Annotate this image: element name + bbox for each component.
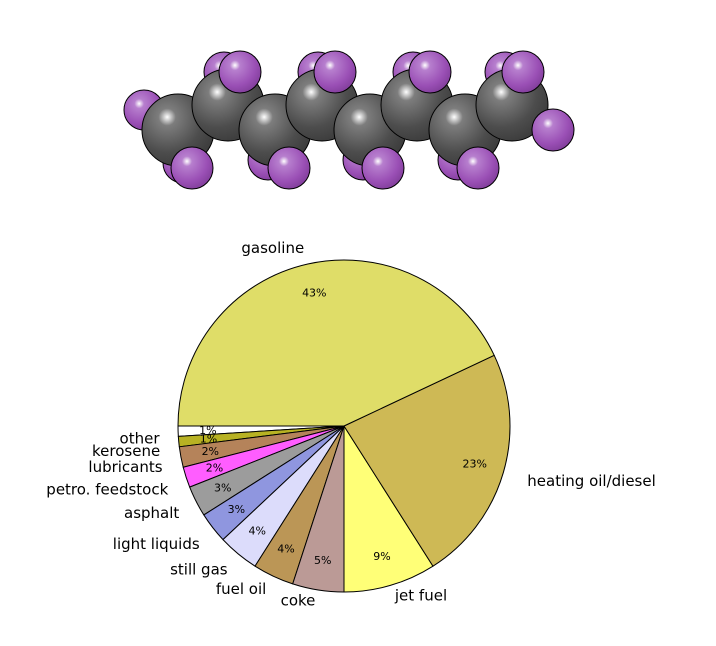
pie-slice-11 [177, 259, 495, 427]
category-label-1: kerosene [92, 442, 160, 460]
pct-label-0: 1% [199, 424, 216, 437]
hydrogen-atom-front-7 [361, 146, 405, 190]
pie-slice-10 [343, 354, 511, 567]
category-label-6: still gas [170, 561, 228, 579]
category-label-5: light liquids [113, 535, 200, 553]
category-label-4: asphalt [124, 504, 179, 522]
category-label-11: gasoline [241, 239, 304, 257]
hydrogen-atom-front-6 [267, 146, 311, 190]
category-label-9: jet fuel [394, 586, 447, 604]
category-label-0: other [120, 430, 161, 448]
hydrogen-atom-front-3 [408, 50, 452, 94]
pct-label-4: 3% [214, 481, 231, 494]
category-label-8: coke [281, 591, 316, 609]
category-label-2: lubricants [88, 458, 162, 476]
pct-label-2: 2% [202, 445, 219, 458]
pie-chart: 1% other 1% kerosene 2% lubricants 2% petro. fe… [46, 239, 655, 610]
pct-label-10: 23% [462, 458, 486, 471]
pct-label-8: 5% [314, 554, 331, 567]
category-label-3: petro. feedstock [46, 480, 168, 498]
pct-label-9: 9% [373, 550, 390, 563]
pct-label-6: 4% [248, 524, 265, 537]
hydrogen-atom-front-8 [456, 146, 500, 190]
hydrogen-atom-front-1 [218, 50, 262, 94]
category-label-10: heating oil/diesel [527, 472, 655, 490]
decane-space-filling-model [123, 50, 575, 190]
pct-label-7: 4% [277, 543, 294, 556]
hydrogen-atom-front-2 [313, 50, 357, 94]
pct-label-5: 3% [228, 503, 245, 516]
hydrogen-atom-front-0 [531, 108, 575, 152]
pct-label-11: 43% [302, 287, 326, 300]
hydrogen-atom-front-4 [501, 50, 545, 94]
category-label-7: fuel oil [216, 580, 266, 598]
pct-label-1: 1% [200, 432, 217, 445]
pct-label-3: 2% [206, 462, 223, 475]
pie-slice-9 [343, 425, 434, 593]
hydrogen-atom-front-5 [170, 146, 214, 190]
